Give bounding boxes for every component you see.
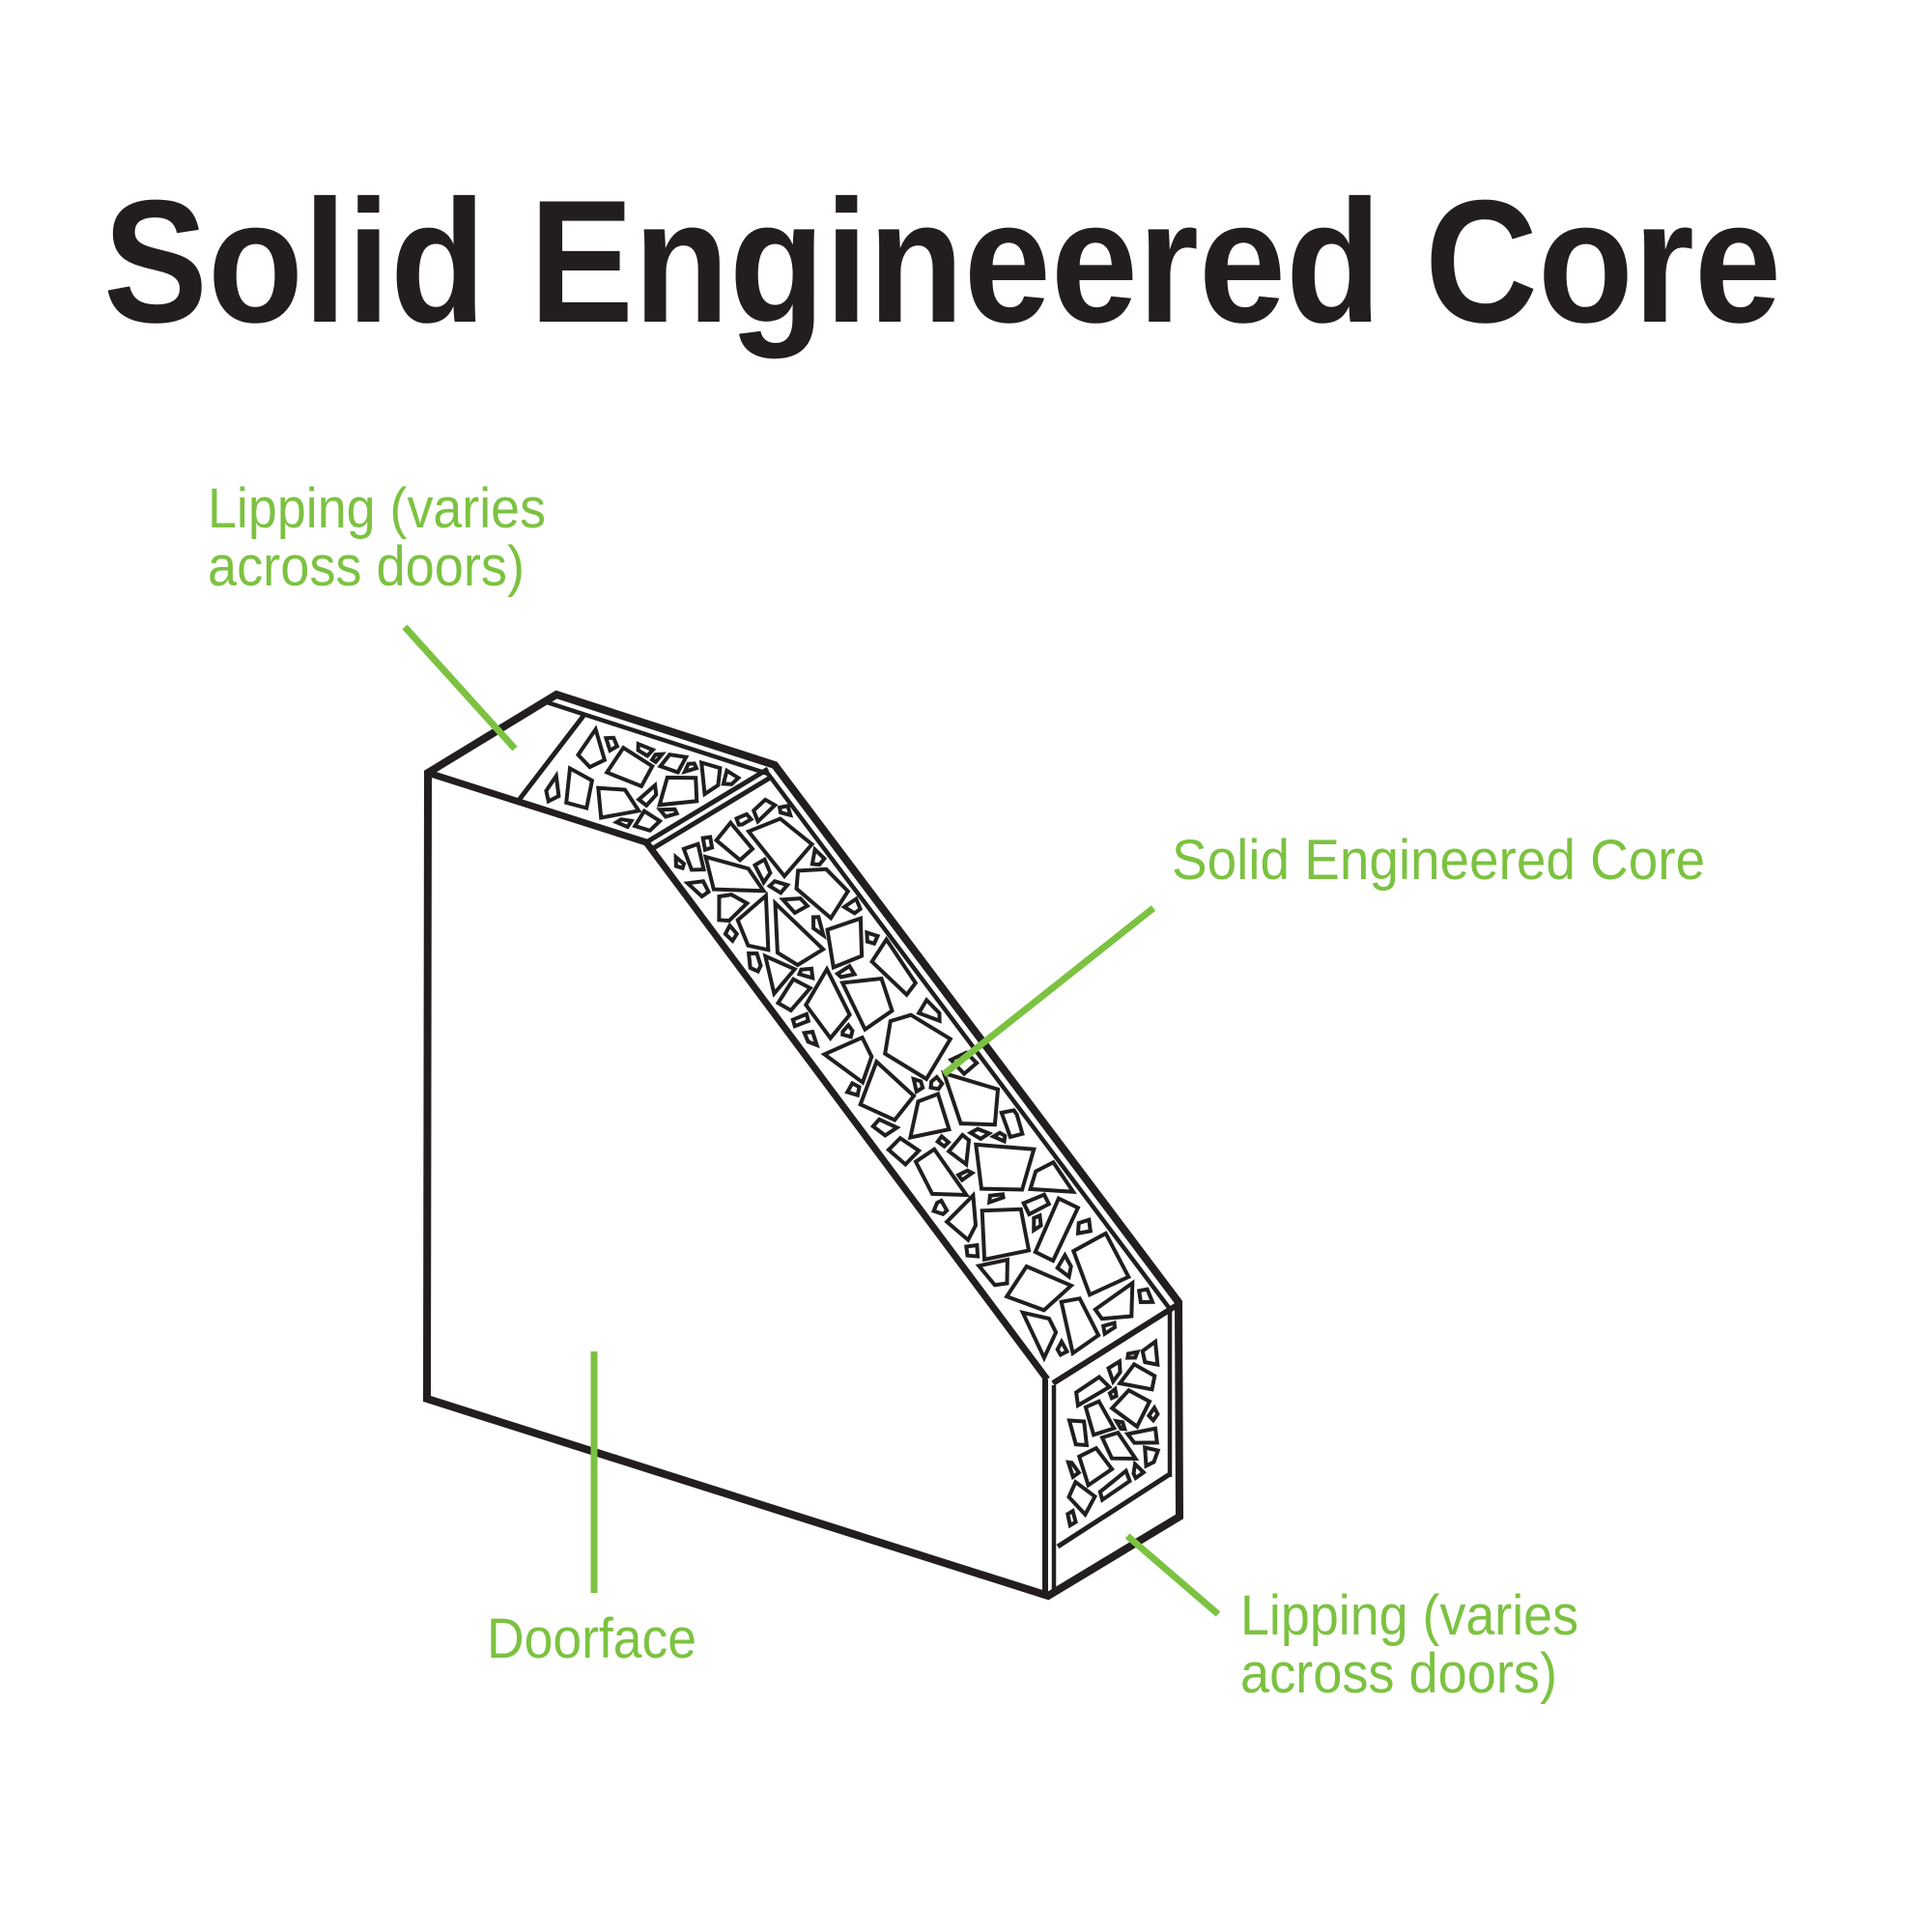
- svg-text:Doorface: Doorface: [487, 1607, 696, 1670]
- svg-text:Solid Engineered Core: Solid Engineered Core: [1172, 829, 1705, 892]
- svg-text:Lipping (varies: Lipping (varies: [1240, 1584, 1578, 1647]
- svg-text:Lipping (varies: Lipping (varies: [208, 477, 546, 540]
- svg-text:across doors): across doors): [208, 535, 525, 598]
- svg-text:across doors): across doors): [1240, 1642, 1557, 1705]
- svg-text:Solid Engineered Core: Solid Engineered Core: [103, 164, 1781, 359]
